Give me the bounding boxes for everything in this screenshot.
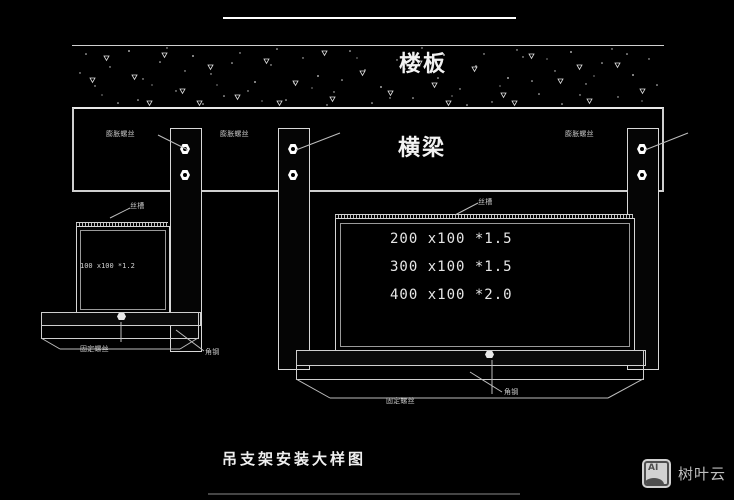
angle-iron-right-far-end [643,350,644,380]
anchor-bolt-right-upper [637,144,647,154]
angle-iron-left-far-end [198,312,199,339]
drawing-title: 吊支架安装大样图 [222,450,367,468]
watermark-badge-text: AI [647,463,659,473]
label-trunking-right: 丝槽 [478,198,493,206]
angle-iron-left-lower-edge [41,338,199,339]
watermark: AI 树叶云 [641,459,726,488]
fixing-screw-center-bolt [485,351,494,358]
slab-label: 楼板 [399,52,448,77]
anchor-bolt-left-lower [180,170,190,180]
beam-right-edge [662,108,664,191]
anchor-bolt-mid-lower [288,170,298,180]
trunking-right-spec-2: 300 x100 *1.5 [390,259,513,275]
label-fixing-screw-left: 固定螺丝 [80,345,109,353]
slab-bottom-edge [72,107,664,109]
fixing-screw-left-bolt [117,313,126,320]
top-reference-line [223,17,516,19]
label-anchor-bolt-right: 膨胀螺丝 [565,130,594,138]
trunking-right-inner [340,223,630,347]
label-angle-iron-right: 角钢 [504,388,519,396]
label-anchor-bolt-left: 膨胀螺丝 [106,130,135,138]
hanger-plate-middle [278,128,310,370]
label-fixing-screw-center: 固定螺丝 [386,397,415,405]
trunking-right-spec-3: 400 x100 *2.0 [390,287,513,303]
trunking-right-spec-1: 200 x100 *1.5 [390,231,513,247]
slab-top-edge [72,45,664,46]
angle-iron-right-end [296,350,297,380]
trunking-left-spec: 100 x100 *1.2 [80,262,135,270]
concrete-slab-hatch [72,45,662,108]
angle-iron-right-horizontal [296,350,646,366]
image-hill-shape [645,478,664,484]
angle-iron-left-end [41,312,42,339]
beam-label: 横梁 [398,136,447,161]
beam-left-edge [72,108,74,191]
trunking-left-inner [80,230,166,310]
angle-iron-right-lower-edge [296,379,644,380]
beam-bottom-edge [72,190,664,192]
label-anchor-bolt-mid: 膨胀螺丝 [220,130,249,138]
label-angle-iron-left: 角钢 [205,348,220,356]
watermark-text: 树叶云 [677,465,726,483]
label-trunking-left: 丝槽 [130,202,145,210]
anchor-bolt-right-lower [637,170,647,180]
anchor-bolt-mid-upper [288,144,298,154]
ai-image-icon: AI [641,459,671,488]
